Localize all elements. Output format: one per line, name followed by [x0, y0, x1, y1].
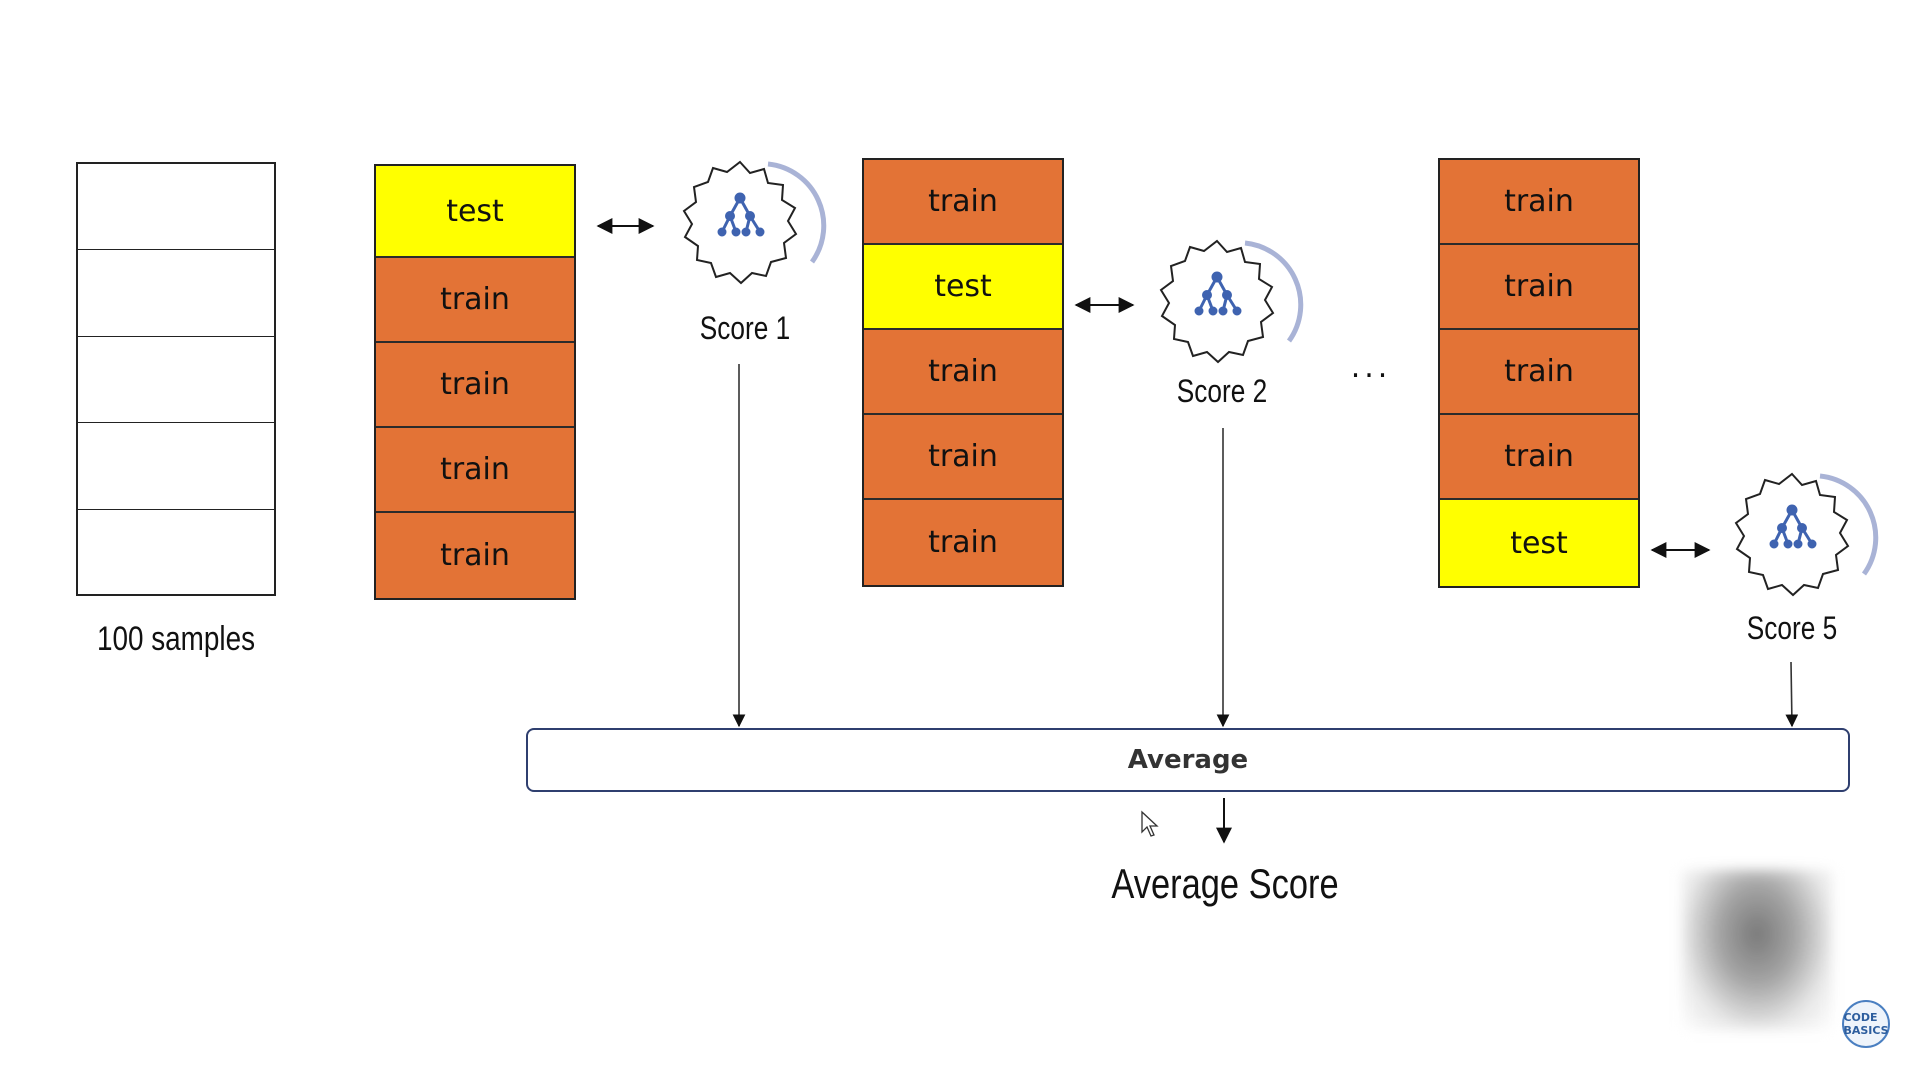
fold-2-cell-1: train — [864, 160, 1062, 245]
fold-2: train test train train train — [862, 158, 1064, 587]
score-2-label: Score 2 — [1176, 373, 1268, 409]
fold-1: test train train train train — [374, 164, 576, 600]
fold-1-cell-1: test — [376, 166, 574, 258]
fold-1-cell-2: train — [376, 258, 574, 343]
fold-2-cell-5: train — [864, 500, 1062, 585]
blurred-webcam — [1682, 870, 1832, 1030]
fold-1-cell-3: train — [376, 343, 574, 428]
fold-5-cell-3: train — [1440, 330, 1638, 415]
score-1-label: Score 1 — [699, 310, 791, 346]
fold-5-cell-5: test — [1440, 500, 1638, 586]
logo-icon: CODE BASICS — [1842, 1000, 1890, 1048]
mouse-cursor-icon — [1141, 810, 1159, 837]
down-arrow-icon-3 — [1785, 661, 1799, 728]
ellipsis: ... — [1350, 350, 1392, 385]
model-gear-icon-1 — [684, 162, 824, 283]
fold-5-cell-2: train — [1440, 245, 1638, 330]
sample-row — [78, 164, 274, 251]
model-gear-icon-2 — [1161, 241, 1301, 362]
sample-row — [78, 423, 274, 510]
fold-5-cell-1: train — [1440, 160, 1638, 245]
fold-5: train train train train test — [1438, 158, 1640, 588]
average-score-label: Average Score — [1111, 860, 1339, 907]
model-gear-icon-3 — [1736, 474, 1876, 595]
average-box: Average — [526, 728, 1850, 792]
fold-1-cell-5: train — [376, 513, 574, 598]
samples-label: 100 samples — [96, 620, 256, 658]
fold-5-cell-4: train — [1440, 415, 1638, 500]
samples-box — [76, 162, 276, 596]
fold-1-cell-4: train — [376, 428, 574, 513]
score-5-label: Score 5 — [1746, 610, 1838, 646]
fold-2-cell-3: train — [864, 330, 1062, 415]
sample-row — [78, 250, 274, 337]
sample-row — [78, 337, 274, 424]
fold-2-cell-4: train — [864, 415, 1062, 500]
fold-2-cell-2: test — [864, 245, 1062, 330]
